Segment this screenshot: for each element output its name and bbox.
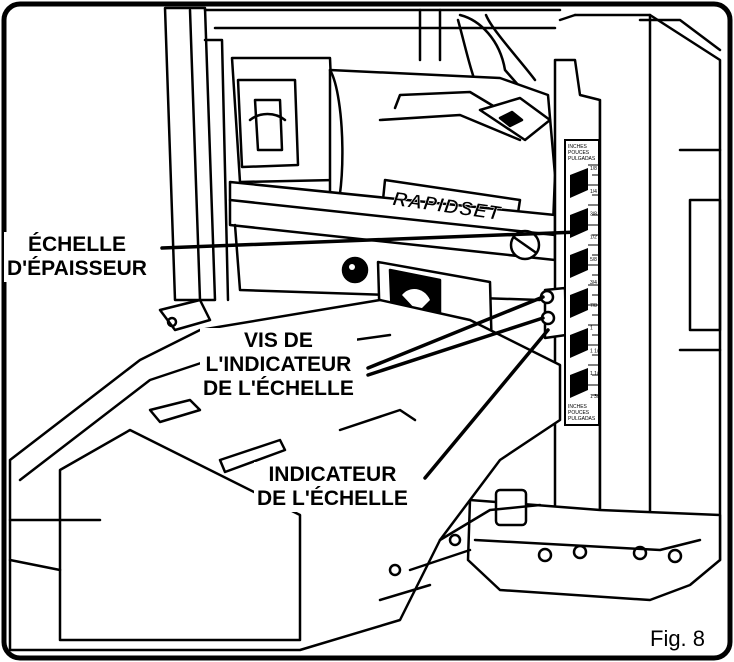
scale-tick-label: 3/8 [590, 212, 597, 218]
scale-header-2: POUCES [568, 150, 590, 156]
scale-tick-label: 1/4 [590, 189, 597, 195]
scale-tick-label: 1 3/8 [590, 394, 601, 400]
callout-scale-indicator-line2: DE L'ÉCHELLE [257, 487, 408, 510]
scale-footer-2: POUCES [568, 410, 590, 416]
leader-thickness-scale [160, 230, 580, 250]
scale-header-1: INCHES [568, 144, 588, 150]
callout-indicator-screws: VIS DE L'INDICATEUR DE L'ÉCHELLE [200, 328, 357, 402]
scale-tick-label: 5/8 [590, 257, 597, 263]
callout-indicator-screws-line1: VIS DE [243, 329, 313, 352]
callout-thickness-scale-line1: ÉCHELLE [27, 233, 126, 256]
thickness-scale-strip: INCHES POUCES PULGADAS INCHES POUCES PUL… [564, 139, 601, 426]
scale-tick-label: 1 1/8 [590, 348, 601, 354]
scale-header-3: PULGADAS [568, 156, 596, 162]
leader-lines [160, 230, 580, 480]
scale-tick-label: 1/8 [590, 166, 597, 172]
scale-tick-label: 7/8 [590, 303, 597, 309]
scale-tick-labels: 1/8 1/4 3/8 1/2 5/8 3/4 7/8 1 1 1/8 1 1/4 1 3/8 [590, 166, 601, 400]
scale-tick-label: 1/2 [590, 234, 597, 240]
callout-indicator-screws-line3: DE L'ÉCHELLE [203, 377, 354, 400]
figure-label: Fig. 8 [650, 626, 706, 652]
leader-screw-lower [366, 316, 545, 377]
leader-screw-upper [366, 295, 545, 370]
callout-indicator-screws-line2: L'INDICATEUR [205, 353, 352, 376]
callout-thickness-scale-line2: D'ÉPAISSEUR [7, 257, 147, 280]
scale-footer-3: PULGADAS [568, 416, 596, 422]
callout-scale-indicator-line1: INDICATEUR [268, 463, 397, 486]
scale-tick-label: 1 1/4 [590, 371, 601, 377]
callout-thickness-scale: ÉCHELLE D'ÉPAISSEUR [4, 232, 150, 282]
leader-scale-indicator [423, 328, 550, 480]
line-art [8, 6, 722, 652]
scale-footer-1: INCHES [568, 404, 588, 410]
callout-scale-indicator: INDICATEUR DE L'ÉCHELLE [254, 462, 411, 512]
scale-tick-label: 3/4 [590, 280, 597, 286]
scale-tick-label: 1 [590, 326, 593, 332]
